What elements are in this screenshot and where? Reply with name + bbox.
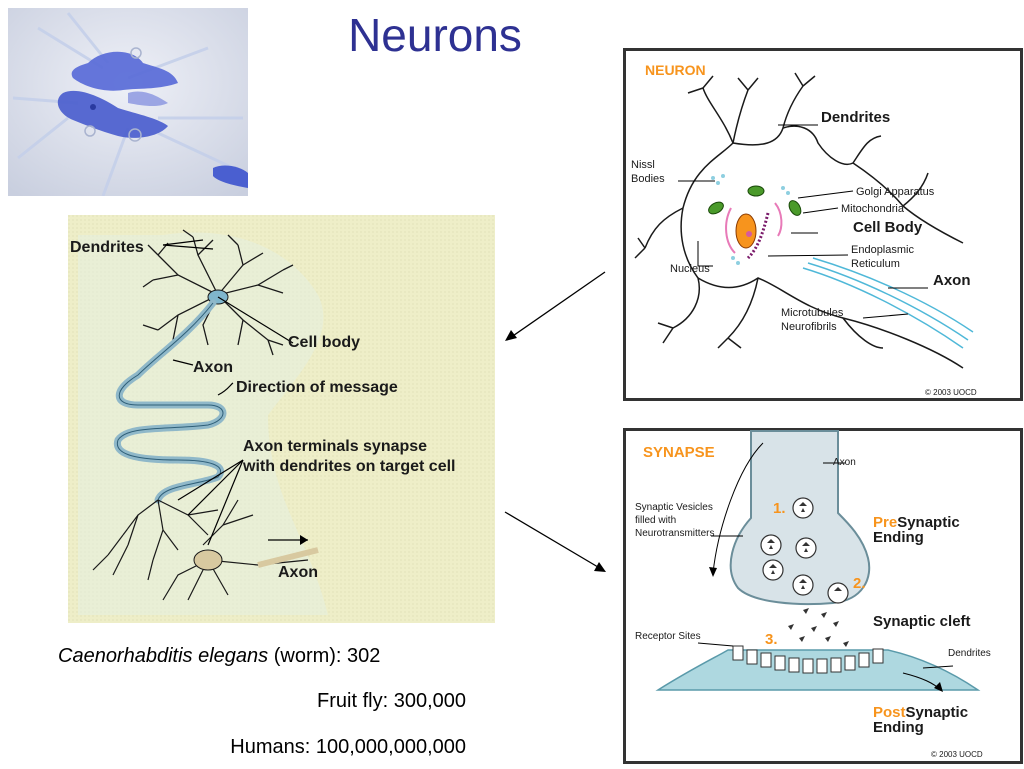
- neuron-micrograph: [8, 8, 248, 196]
- stat-humans: Humans: 100,000,000,000: [230, 736, 466, 758]
- postsynaptic-prefix: Post: [873, 704, 906, 721]
- neuron-label-mitochondria: Mitochondria: [841, 203, 905, 215]
- label-cell-body: Cell body: [288, 334, 360, 351]
- neuron-copyright: © 2003 UOCD: [925, 388, 977, 397]
- label-axon-terminals-line1: Axon terminals synapse: [243, 438, 427, 455]
- neuron-label-neurofibrils: Neurofibrils: [781, 321, 837, 333]
- connector-arrows: [504, 271, 606, 572]
- stat-fruit-fly: Fruit fly: 300,000: [317, 690, 466, 712]
- presynaptic-prefix: Pre: [873, 514, 897, 531]
- presynaptic-rest: Synaptic: [897, 514, 960, 531]
- synapse-label-axon: Axon: [833, 457, 856, 468]
- neuron-label-er-1: Endoplasmic: [851, 244, 914, 256]
- synapse-step-3: 3.: [765, 631, 778, 648]
- neuron-heading: NEURON: [645, 62, 706, 78]
- synapse-label-vesicles-2: filled with: [635, 515, 676, 526]
- stat-worm: Caenorhabditis elegans (worm): 302: [58, 645, 380, 668]
- neuron-label-nucleus: Nucleus: [670, 263, 710, 275]
- label-dendrites: Dendrites: [70, 239, 144, 256]
- slide-title: Neurons: [348, 9, 522, 61]
- synapse-label-postsynaptic: PostSynaptic: [873, 704, 968, 721]
- synapse-step-1: 1.: [773, 500, 786, 517]
- synapse-label-postsynaptic-ending: Ending: [873, 719, 924, 736]
- synapse-copyright: © 2003 UOCD: [931, 750, 983, 759]
- neuron-label-golgi: Golgi Apparatus: [856, 186, 935, 198]
- stat-worm-species: Caenorhabditis elegans: [58, 645, 269, 667]
- synapse-step-2: 2.: [853, 575, 866, 592]
- neuron-structure-diagram: NEURON Dendrites Nissl Bodies Golgi Appa…: [623, 48, 1023, 401]
- postsynaptic-rest: Synaptic: [906, 704, 969, 721]
- synapse-label-presynaptic-ending: Ending: [873, 529, 924, 546]
- neuron-label-axon: Axon: [933, 272, 971, 289]
- neuron-pathway-diagram: Dendrites Cell body Axon Direction of me…: [68, 215, 495, 623]
- label-axon-terminals-line2: with dendrites on target cell: [242, 458, 455, 475]
- label-direction-of-message: Direction of message: [236, 379, 398, 396]
- neuron-label-microtubules: Microtubules: [781, 307, 844, 319]
- synapse-label-receptor-sites: Receptor Sites: [635, 631, 701, 642]
- synapse-label-presynaptic: PreSynaptic: [873, 514, 960, 531]
- neuron-label-er-2: Reticulum: [851, 258, 900, 270]
- neuron-label-cell-body: Cell Body: [853, 219, 923, 236]
- label-axon-lower: Axon: [278, 564, 318, 581]
- synapse-structure-diagram: SYNAPSE Axon Synaptic Vesicles filled wi…: [623, 428, 1023, 764]
- synapse-label-vesicles-3: Neurotransmitters: [635, 528, 714, 539]
- stat-worm-count: (worm): 302: [268, 645, 381, 667]
- neuron-label-nissl-2: Bodies: [631, 173, 665, 185]
- neuron-label-dendrites: Dendrites: [821, 109, 890, 126]
- synapse-label-vesicles-1: Synaptic Vesicles: [635, 502, 713, 513]
- synapse-label-dendrites: Dendrites: [948, 648, 991, 659]
- synapse-label-cleft: Synaptic cleft: [873, 613, 971, 630]
- synapse-heading: SYNAPSE: [643, 444, 715, 461]
- label-axon-upper: Axon: [193, 359, 233, 376]
- neuron-label-nissl-1: Nissl: [631, 159, 655, 171]
